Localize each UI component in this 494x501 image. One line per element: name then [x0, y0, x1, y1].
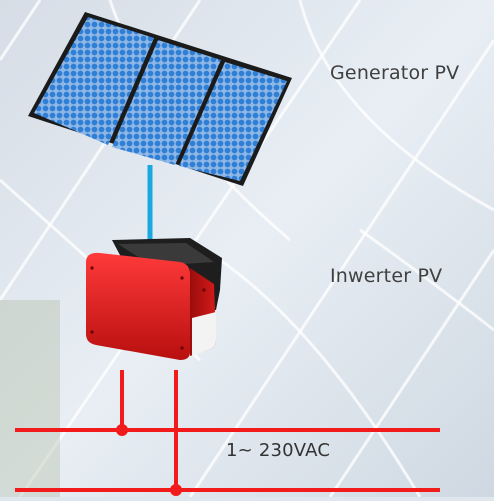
grid-voltage-label: 1~ 230VAC: [226, 440, 331, 461]
junction-node-bottom: [170, 484, 182, 496]
generator-pv-label: Generator PV: [330, 62, 460, 84]
junction-node-top: [116, 424, 128, 436]
inverter-icon: [86, 238, 222, 360]
solar-panel-icon: [28, 12, 292, 186]
inverter-pv-label: Inwerter PV: [330, 265, 443, 287]
ac-wiring: [15, 370, 440, 492]
